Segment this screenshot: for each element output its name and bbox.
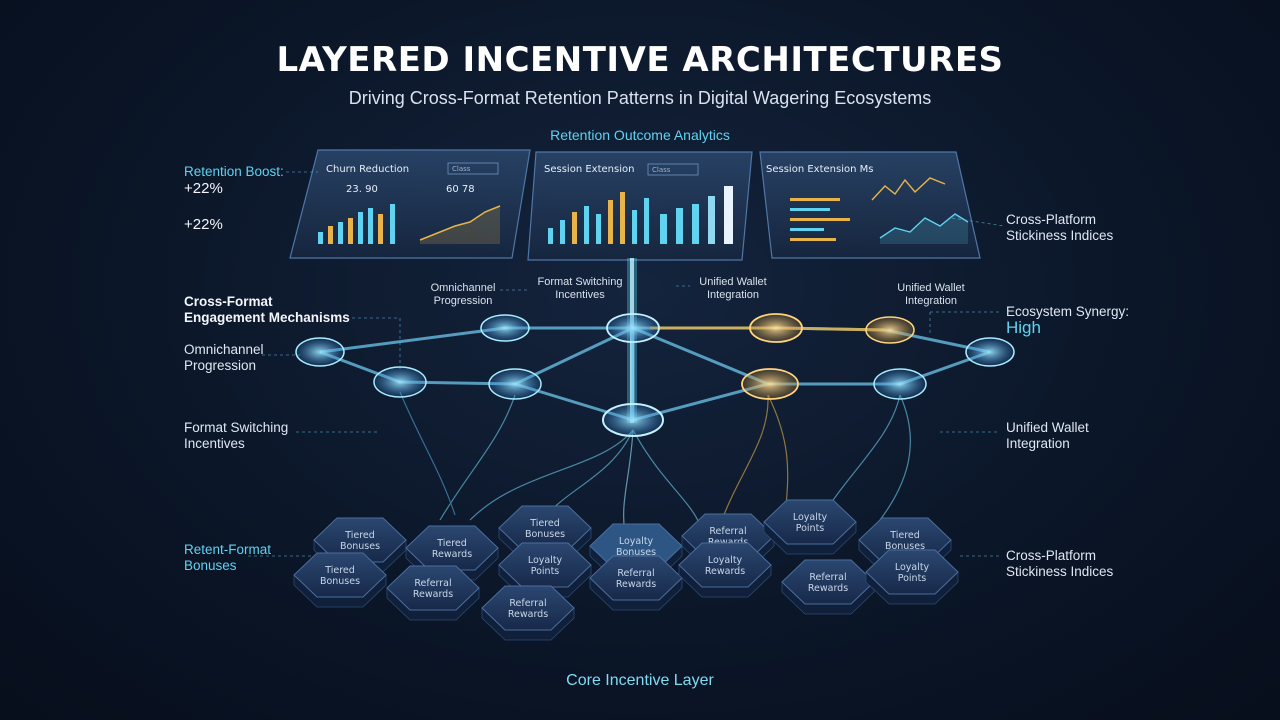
synergy-label: Ecosystem Synergy: bbox=[1006, 304, 1130, 319]
hex-label: Bonuses bbox=[320, 576, 360, 587]
omnichannel-label: Omnichannel Progression bbox=[184, 342, 264, 373]
node-hub-top bbox=[606, 313, 660, 343]
analytics-panel-churn: Churn Reduction Class 23. 90 60 78 bbox=[289, 149, 531, 259]
page-title: LAYERED INCENTIVE ARCHITECTURES bbox=[276, 40, 1004, 80]
network-label-switching: Format Switching Incentives bbox=[537, 276, 623, 301]
hex-label: Loyalty bbox=[619, 536, 654, 547]
core-incentive-layer-label: Core Incentive Layer bbox=[566, 672, 714, 689]
retention-boost-label: Retention Boost: bbox=[184, 164, 284, 179]
panel-title: Churn Reduction bbox=[326, 164, 409, 175]
hex-label: Bonuses bbox=[525, 529, 565, 540]
hex-label: Points bbox=[796, 523, 825, 534]
node-right-inner bbox=[873, 368, 927, 400]
svg-text:60 78: 60 78 bbox=[446, 184, 475, 195]
retention-boost-value: +22% bbox=[184, 180, 223, 197]
analytics-panel-session-ms: Session Extension Ms bbox=[759, 151, 981, 259]
analytics-panel-session: Session Extension Class bbox=[527, 151, 753, 261]
hex-label: Loyalty bbox=[708, 555, 743, 566]
hex-label: Points bbox=[531, 566, 560, 577]
hex-label: Rewards bbox=[413, 589, 453, 600]
secondary-value: +22% bbox=[184, 216, 223, 233]
retent-format-label: Retent-Format Bonuses bbox=[184, 542, 272, 573]
hex-label: Rewards bbox=[808, 583, 848, 594]
wallet-label: Unified Wallet Integration bbox=[1006, 420, 1089, 451]
hex-label: Tiered bbox=[889, 530, 920, 541]
hex-label: Points bbox=[898, 573, 927, 584]
format-switching-label: Format Switching Incentives bbox=[184, 420, 289, 451]
synergy-value: High bbox=[1006, 318, 1041, 337]
node-wallet-gold bbox=[749, 313, 803, 343]
hex-label: Rewards bbox=[432, 549, 472, 560]
hex-label: Tiered bbox=[529, 518, 560, 529]
stickiness-bottom-label: Cross-Platform Stickiness Indices bbox=[1006, 548, 1114, 579]
hex-label: Referral bbox=[709, 526, 746, 537]
node-omnichannel bbox=[480, 314, 530, 342]
stickiness-top-label: Cross-Platform Stickiness Indices bbox=[1006, 212, 1114, 243]
hex-label: Referral bbox=[617, 568, 654, 579]
node-left-inner bbox=[373, 366, 427, 398]
analytics-title: Retention Outcome Analytics bbox=[550, 127, 730, 143]
page-subtitle: Driving Cross-Format Retention Patterns … bbox=[348, 88, 932, 108]
network-label-wallet-2: Unified Wallet Integration bbox=[897, 282, 965, 307]
cross-format-label: Cross-Format Engagement Mechanisms bbox=[184, 294, 350, 325]
hex-label: Rewards bbox=[508, 609, 548, 620]
node-gold-lower bbox=[741, 368, 799, 400]
hex-label: Bonuses bbox=[885, 541, 925, 552]
hex-label: Rewards bbox=[705, 566, 745, 577]
panel-class-button bbox=[447, 162, 499, 175]
node-hub-center bbox=[602, 403, 664, 437]
network-label-wallet-1: Unified Wallet Integration bbox=[699, 276, 767, 301]
svg-text:Session Extension: Session Extension bbox=[544, 164, 634, 175]
hex-label: Tiered bbox=[324, 565, 355, 576]
hex-label: Referral bbox=[414, 578, 451, 589]
node-wallet-right bbox=[865, 316, 915, 344]
node-left-outer bbox=[295, 337, 345, 367]
svg-text:Class: Class bbox=[452, 165, 471, 173]
node-switch bbox=[488, 368, 542, 400]
hex-label: Rewards bbox=[616, 579, 656, 590]
hex-label: Referral bbox=[509, 598, 546, 609]
hex-label: Loyalty bbox=[895, 562, 930, 573]
network-label-omnichannel: Omnichannel Progression bbox=[430, 282, 496, 307]
hex-label: Tiered bbox=[344, 530, 375, 541]
hex-label: Tiered bbox=[436, 538, 467, 549]
svg-text:Session Extension Ms: Session Extension Ms bbox=[766, 164, 873, 175]
hex-label: Bonuses bbox=[340, 541, 380, 552]
hex-label: Referral bbox=[809, 572, 846, 583]
node-right-outer bbox=[965, 337, 1015, 367]
hex-label: Loyalty bbox=[528, 555, 563, 566]
svg-text:23. 90: 23. 90 bbox=[346, 184, 378, 195]
hex-label: Bonuses bbox=[616, 547, 656, 558]
hex-label: Loyalty bbox=[793, 512, 828, 523]
svg-text:Class: Class bbox=[652, 166, 671, 174]
network-nodes bbox=[295, 313, 1015, 437]
